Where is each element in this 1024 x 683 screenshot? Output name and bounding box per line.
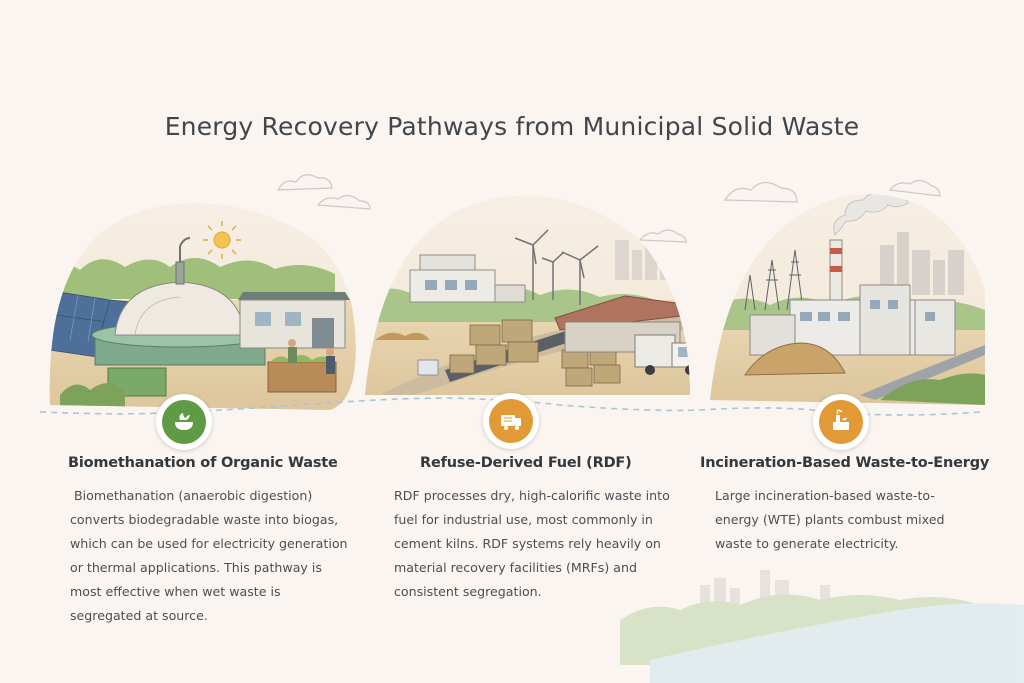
pathway-heading-rdf: Refuse-Derived Fuel (RDF) bbox=[420, 455, 632, 471]
incineration-scene bbox=[710, 194, 985, 405]
biomethanation-badge bbox=[156, 394, 212, 450]
pathway-heading-incineration: Incineration-Based Waste-to-Energy bbox=[700, 455, 990, 471]
truck-icon bbox=[634, 334, 690, 375]
pathway-heading-biomethanation: Biomethanation of Organic Waste bbox=[68, 455, 338, 471]
wind-turbine-icon bbox=[514, 229, 599, 305]
page-title: Energy Recovery Pathways from Municipal … bbox=[164, 112, 860, 141]
cloud-group bbox=[277, 174, 941, 243]
pathway-description-biomethanation: Biomethanation (anaerobic digestion) con… bbox=[70, 488, 352, 623]
incinerator-plant-icon bbox=[819, 400, 863, 444]
coastline-illustration bbox=[620, 570, 1024, 683]
incineration-badge bbox=[813, 394, 869, 450]
rdf-scene bbox=[365, 195, 690, 395]
sun-icon bbox=[213, 231, 231, 249]
pathway-description-rdf: RDF processes dry, high-calorific waste … bbox=[394, 488, 670, 599]
pathway-description-incineration: Large incineration-based waste-to-energy… bbox=[715, 488, 945, 551]
fuel-truck-icon bbox=[489, 399, 533, 443]
biomethanation-scene bbox=[49, 203, 356, 410]
biogas-bowl-icon bbox=[162, 400, 206, 444]
rdf-badge bbox=[483, 393, 539, 449]
